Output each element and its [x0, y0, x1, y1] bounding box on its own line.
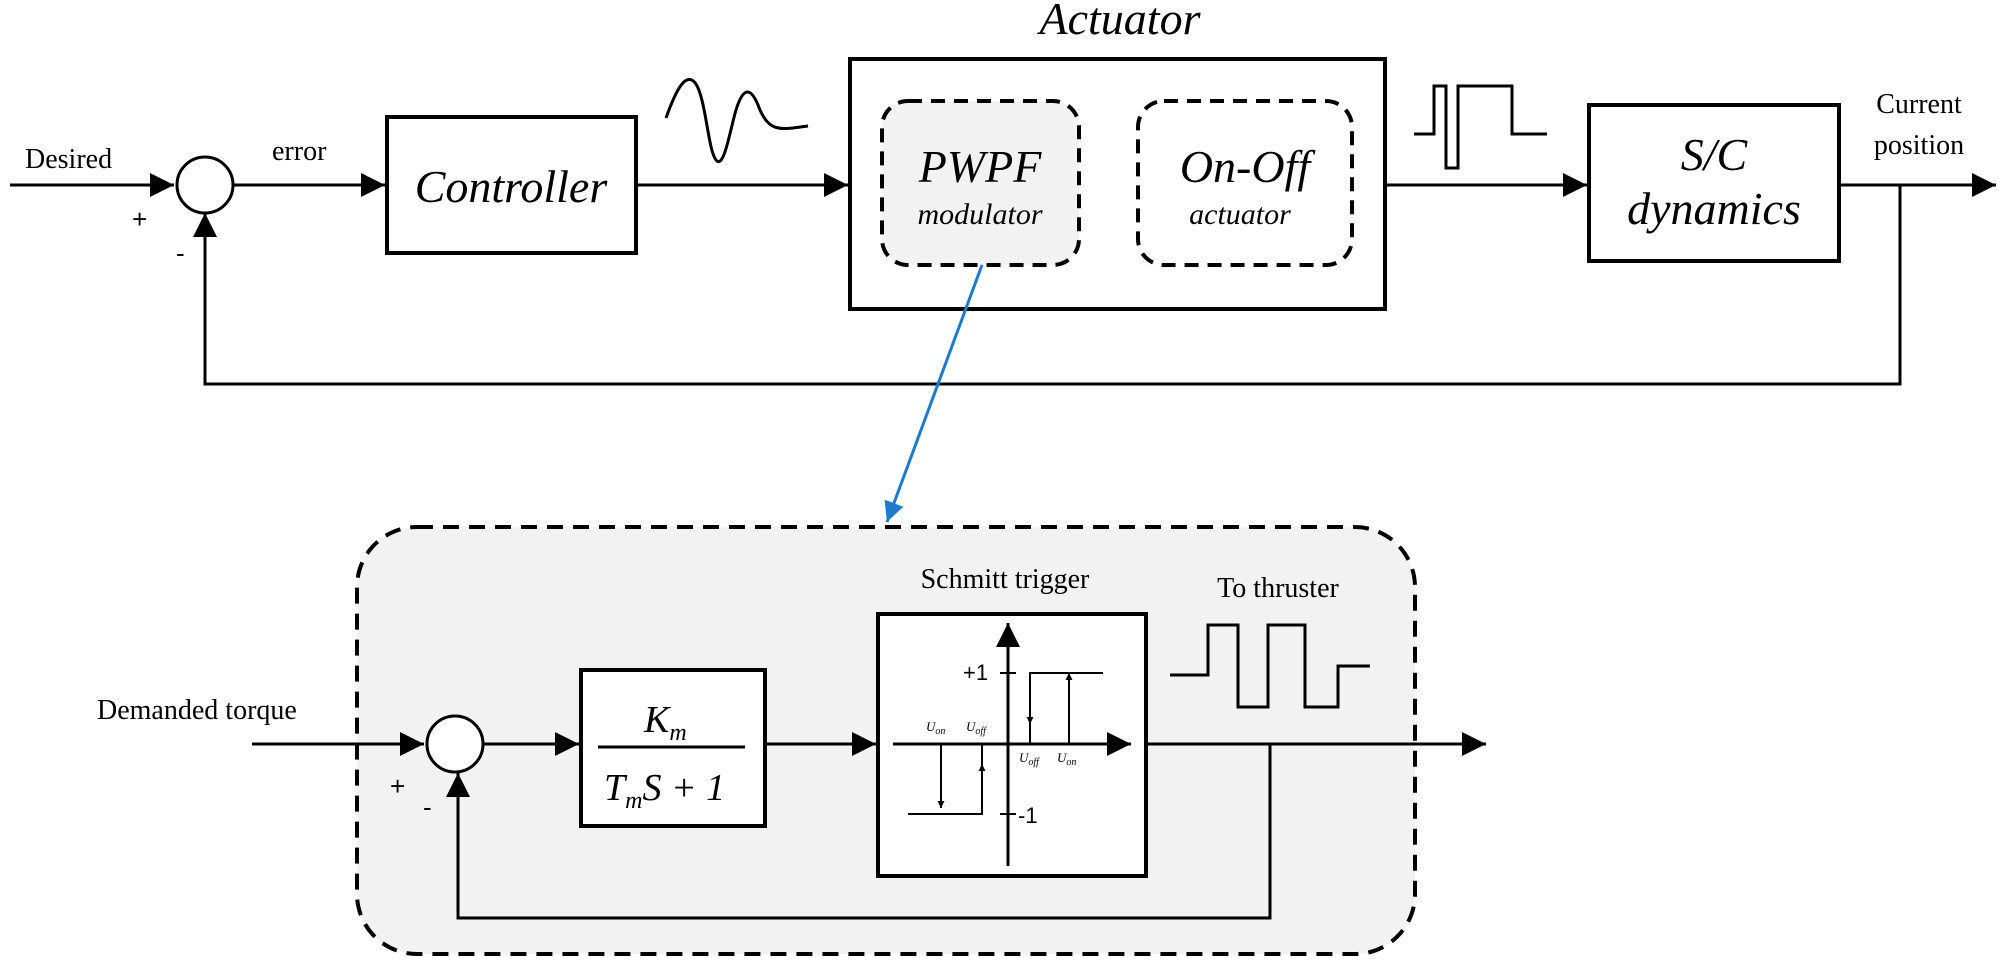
top-summing-junction	[175, 155, 235, 215]
pwpf-label: PWPF	[918, 141, 1043, 192]
tf-den-main: T	[604, 767, 628, 809]
u-on-right-main: U	[1057, 750, 1068, 765]
u-off-left-main: U	[966, 719, 977, 734]
top-loop: Desired + - error Controller Actuator PW…	[10, 0, 1996, 386]
hysteresis-plot: +1 -1 Uon Uoff Uoff Uon	[893, 623, 1131, 866]
u-on-right-label: Uon	[1057, 750, 1076, 768]
tf-denominator: TmS + 1	[604, 767, 725, 814]
tf-num-sub: m	[669, 720, 686, 746]
u-off-right-label: Uoff	[1019, 750, 1040, 768]
bottom-feedback-path	[446, 744, 1272, 920]
u-on-left-sub: on	[935, 726, 945, 737]
actuator-title: Actuator	[1037, 0, 1202, 44]
controller-label: Controller	[415, 161, 609, 212]
onoff-label: On-Off	[1180, 141, 1317, 192]
u-off-right-main: U	[1019, 750, 1030, 765]
output-label-line1: Current	[1876, 89, 1962, 120]
tf-numerator: Km	[643, 699, 687, 746]
tick-neg-label: -1	[1018, 803, 1038, 828]
sc-dynamics-block	[1587, 103, 1841, 263]
bottom-summing-junction	[425, 714, 485, 774]
desired-label: Desired	[25, 144, 112, 175]
error-label: error	[272, 136, 327, 167]
pwpf-sub-label: modulator	[917, 198, 1042, 231]
control-signal-waveform	[664, 77, 809, 164]
pwpf-detail-link-arrow	[884, 264, 984, 523]
u-on-right-sub: on	[1066, 757, 1076, 768]
pwpf-modulator-block	[880, 99, 1081, 267]
pulse-signal-waveform	[1414, 84, 1547, 170]
u-off-right-sub: off	[1028, 757, 1040, 768]
top-feedback-path	[193, 185, 1902, 386]
pwpf-detail: Demanded torque + - Km TmS + 1 Schmitt t…	[97, 525, 1486, 956]
sc-label-line2: dynamics	[1627, 183, 1801, 234]
onoff-sub-label: actuator	[1189, 198, 1291, 231]
demanded-torque-label: Demanded torque	[97, 695, 297, 726]
u-off-left-sub: off	[975, 726, 987, 737]
top-minus-sign: -	[176, 238, 185, 268]
u-off-left-label: Uoff	[966, 719, 987, 737]
onoff-actuator-block	[1136, 99, 1354, 267]
bottom-plus-sign: +	[390, 771, 405, 801]
tf-den-sub: m	[625, 788, 642, 814]
u-on-left-label: Uon	[926, 719, 945, 737]
top-plus-sign: +	[132, 204, 147, 234]
tf-num-main: K	[643, 699, 671, 741]
thruster-pulse-waveform	[1170, 623, 1370, 709]
bottom-minus-sign: -	[423, 792, 432, 822]
u-on-left-main: U	[926, 719, 937, 734]
output-label-line2: position	[1874, 130, 1964, 161]
tick-pos-label: +1	[963, 660, 988, 685]
schmitt-trigger-label: Schmitt trigger	[921, 564, 1090, 595]
tf-den-rest: S + 1	[642, 767, 725, 809]
to-thruster-label: To thruster	[1217, 573, 1339, 604]
sc-label-line1: S/C	[1681, 129, 1749, 180]
